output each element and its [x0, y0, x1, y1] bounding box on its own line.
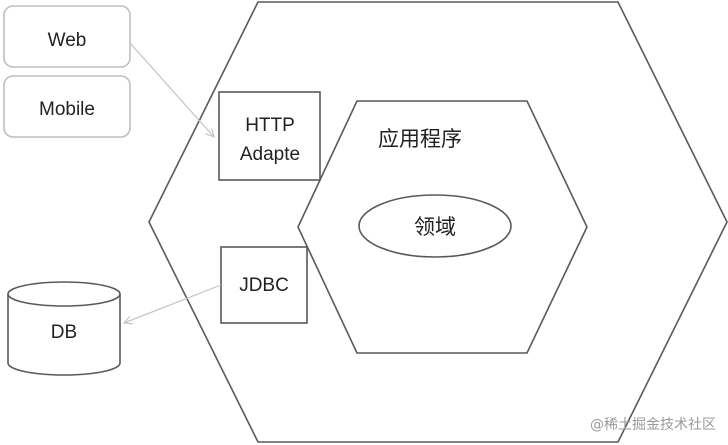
http-adapter-label-line1: HTTP: [245, 115, 295, 136]
database-cylinder-top: [7, 281, 121, 307]
mobile-client-label: Mobile: [39, 99, 95, 120]
application-label: 应用程序: [378, 127, 462, 151]
database-cylinder: [7, 281, 121, 376]
watermark-text: @稀土掘金技术社区: [590, 417, 716, 433]
jdbc-adapter-box: [220, 246, 308, 324]
web-client-label: Web: [48, 30, 87, 51]
jdbc-to-db-arrow: [124, 284, 222, 323]
web-client-box: [3, 5, 131, 68]
database-cylinder-body: [7, 294, 121, 376]
http-adapter-label-line2: Adapte: [240, 144, 300, 165]
domain-label: 领域: [414, 215, 456, 239]
web-to-http-arrow: [129, 42, 214, 137]
database-label: DB: [51, 322, 77, 343]
domain-ellipse: [358, 194, 512, 258]
http-adapter-box: [218, 91, 321, 181]
jdbc-adapter-label: JDBC: [239, 275, 289, 296]
mobile-client-box: [3, 75, 131, 138]
